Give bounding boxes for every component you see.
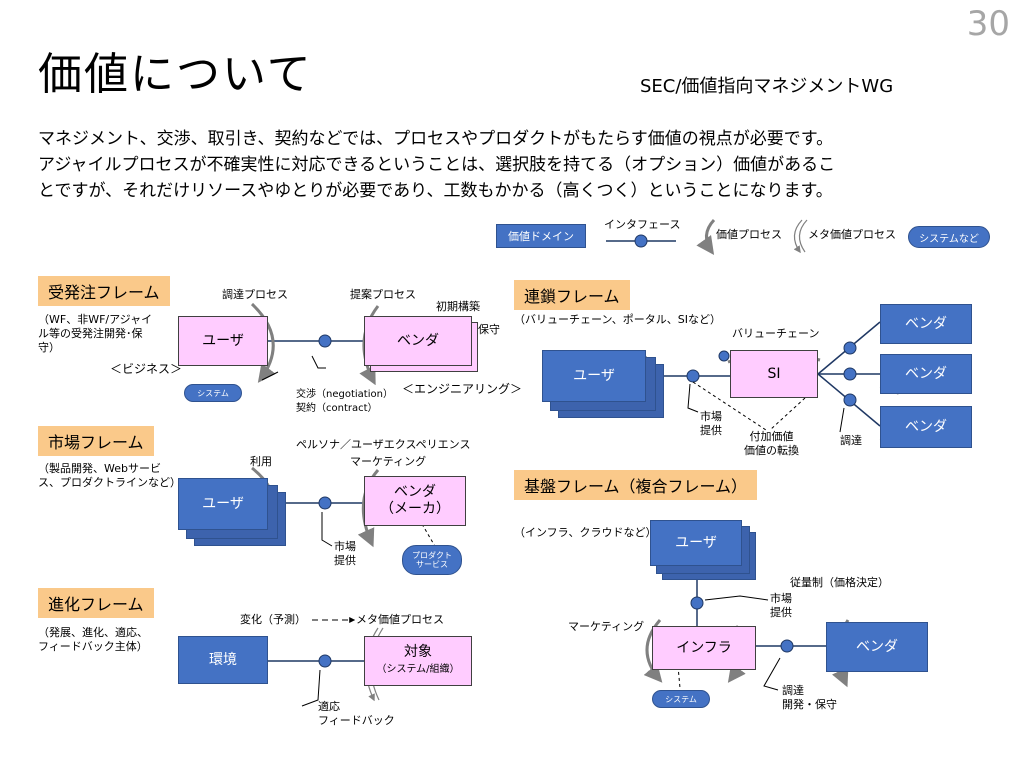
order-maintenance-label: 保守: [478, 323, 500, 336]
chain-user-box: ユーザ: [542, 350, 646, 402]
market-persona-label: ペルソナ／ユーザエクスペリエンス: [296, 438, 471, 451]
legend-interface-label: インタフェース: [604, 218, 681, 231]
chain-value-chain-label: バリューチェーン: [732, 327, 820, 340]
base-system-pill: システム: [652, 690, 710, 708]
base-procurement-label: 調達 開発・保守: [782, 684, 837, 711]
legend-meta-process-label: メタ価値プロセス: [808, 228, 896, 241]
chain-frame-title: 連鎖フレーム: [514, 280, 630, 310]
base-frame-note: （インフラ、クラウドなど）: [514, 526, 657, 539]
intro-line: アジャイルプロセスが不確実性に対応できるということは、選択肢を持てる（オプション…: [38, 155, 836, 175]
evolution-change-label: 変化（予測）: [240, 613, 306, 626]
legend-value-process-label: 価値プロセス: [716, 228, 782, 241]
market-product-pill: プロダクト サービス: [402, 545, 462, 575]
order-proposal-label: 提案プロセス: [350, 288, 416, 301]
base-vendor-box: ベンダ: [826, 622, 928, 672]
legend-value-process-icon: [696, 218, 716, 255]
base-metered-label: 従量制（価格決定）: [790, 576, 889, 589]
chain-market-supply-label: 市場 提供: [700, 410, 722, 437]
order-frame-title: 受発注フレーム: [38, 276, 170, 306]
market-supply-label: 市場 提供: [334, 540, 356, 567]
chain-vendor-box-1: ベンダ: [880, 304, 972, 344]
order-system-pill: システム: [184, 384, 242, 402]
intro-line: マネジメント、交渉、取引き、契約などでは、プロセスやプロダクトがもたらす価値の視…: [38, 129, 834, 149]
market-user-box: ユーザ: [178, 478, 268, 530]
base-frame-title: 基盤フレーム（複合フレーム）: [514, 470, 758, 500]
legend-value-domain-box: 価値ドメイン: [496, 224, 586, 248]
base-market-supply-label: 市場 提供: [770, 592, 792, 619]
chain-frame-note: （バリューチェーン、ポータル、SIなど）: [514, 313, 722, 326]
order-vendor-box: ベンダ: [364, 316, 472, 366]
evolution-target-box: 対象 （システム/組織）: [364, 636, 472, 686]
intro-line: とですが、それだけリソースやゆとりが必要であり、工数もかかる（高くつく）というこ…: [38, 181, 833, 201]
base-marketing-label: マーケティング: [568, 620, 645, 633]
slide-subtitle: SEC/価値指向マネジメントWG: [640, 76, 894, 97]
legend-meta-process-icon: [793, 219, 803, 254]
market-vendor-box: ベンダ （メーカ）: [364, 476, 466, 526]
market-frame-title: 市場フレーム: [38, 426, 154, 456]
legend-system-pill: システムなど: [908, 226, 990, 248]
chain-si-box: SI: [730, 350, 818, 398]
evolution-target-label: 対象: [404, 644, 432, 660]
page-number: 30: [966, 4, 1010, 44]
chain-vendor-box-3: ベンダ: [880, 406, 972, 448]
market-use-label: 利用: [250, 455, 272, 468]
order-initial-build-label: 初期構築: [436, 300, 480, 313]
legend-interface-icon: [606, 234, 676, 248]
order-business-label: ＜ビジネス＞: [110, 362, 183, 376]
base-infra-box: インフラ: [652, 626, 756, 670]
chain-vendor-box-2: ベンダ: [880, 354, 972, 394]
chain-added-value-label: 付加価値 価値の転換: [744, 430, 799, 457]
evolution-environment-box: 環境: [178, 636, 268, 684]
order-frame-note: （WF、非WF/アジャイ ル等の受発注開発･保 守）: [38, 313, 153, 354]
market-frame-note: （製品開発、Webサービ ス、プロダクトラインなど）: [38, 462, 181, 489]
order-procurement-label: 調達プロセス: [222, 288, 288, 301]
chain-procurement-label: 調達: [840, 434, 862, 447]
slide-title: 価値について: [38, 49, 313, 100]
market-marketing-label: マーケティング: [350, 455, 427, 468]
order-negotiation-label: 交渉（negotiation） 契約（contract）: [296, 389, 393, 414]
evolution-adapt-label: 適応 フィードバック: [318, 700, 395, 727]
evolution-frame-note: （発展、進化、適応、 フィードバック主体）: [38, 626, 148, 653]
evolution-frame-title: 進化フレーム: [38, 588, 154, 618]
order-user-box: ユーザ: [178, 316, 268, 366]
base-user-box: ユーザ: [650, 520, 742, 566]
order-engineering-label: ＜エンジニアリング＞: [402, 382, 523, 396]
intro-text: マネジメント、交渉、取引き、契約などでは、プロセスやプロダクトがもたらす価値の視…: [38, 126, 998, 204]
evolution-meta-label: メタ価値プロセス: [356, 613, 444, 626]
evolution-target-sub-label: （システム/組織）: [376, 664, 460, 675]
